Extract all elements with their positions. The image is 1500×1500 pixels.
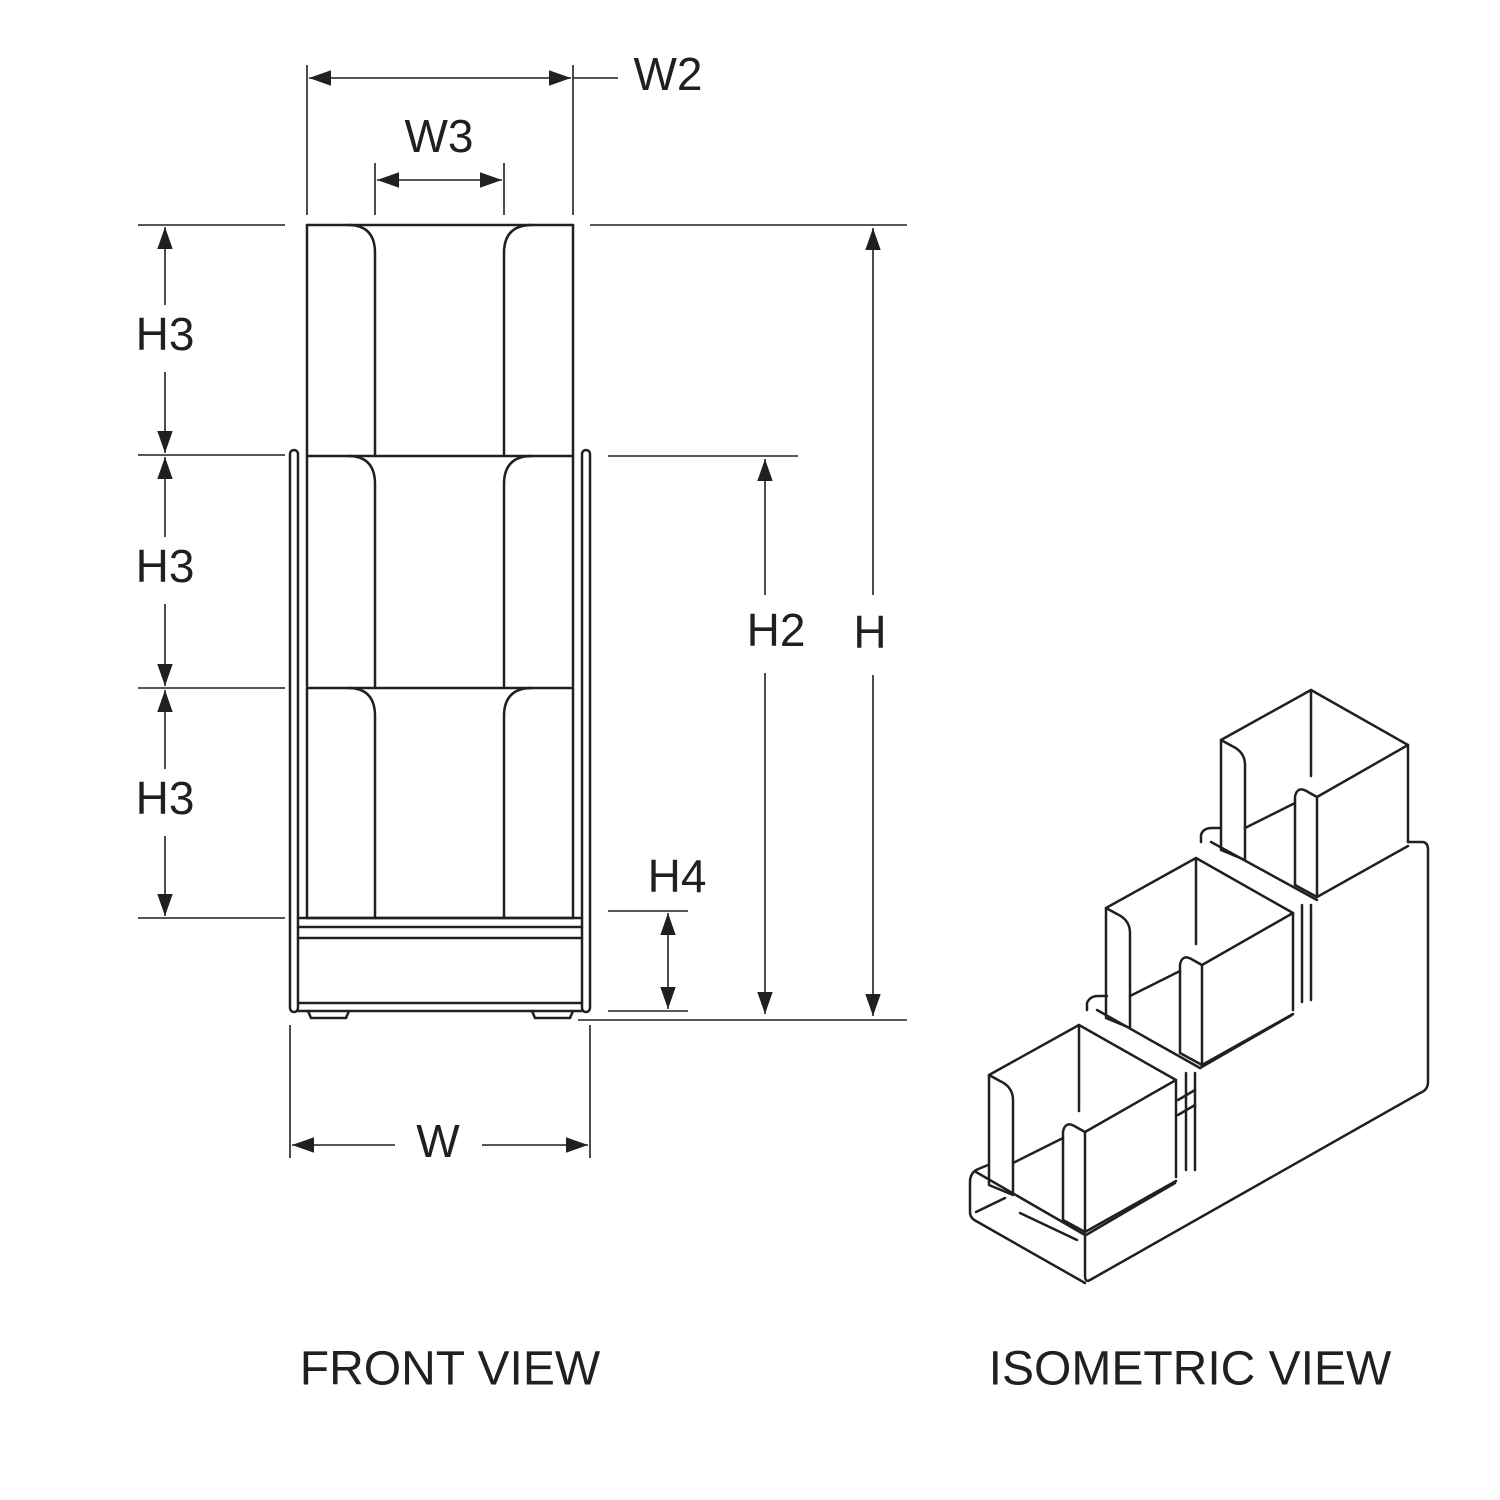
label-h: H <box>853 606 886 658</box>
isometric-view <box>968 688 1430 1285</box>
dimension-lines <box>138 65 907 1158</box>
label-w: W <box>416 1115 460 1167</box>
label-h3-middle: H3 <box>136 540 195 592</box>
label-h2: H2 <box>747 604 806 656</box>
label-w2: W2 <box>634 48 703 100</box>
label-h4: H4 <box>648 850 707 902</box>
label-w3: W3 <box>405 110 474 162</box>
caption-front-view: FRONT VIEW <box>300 1343 601 1396</box>
view-captions: FRONT VIEW ISOMETRIC VIEW <box>300 1343 1392 1396</box>
caption-isometric-view: ISOMETRIC VIEW <box>989 1343 1392 1396</box>
label-h3-top: H3 <box>136 308 195 360</box>
front-view <box>288 223 592 1020</box>
label-h3-bottom: H3 <box>136 772 195 824</box>
dimension-labels: W2 W3 H3 H3 H3 H2 H H4 W <box>136 48 887 1167</box>
